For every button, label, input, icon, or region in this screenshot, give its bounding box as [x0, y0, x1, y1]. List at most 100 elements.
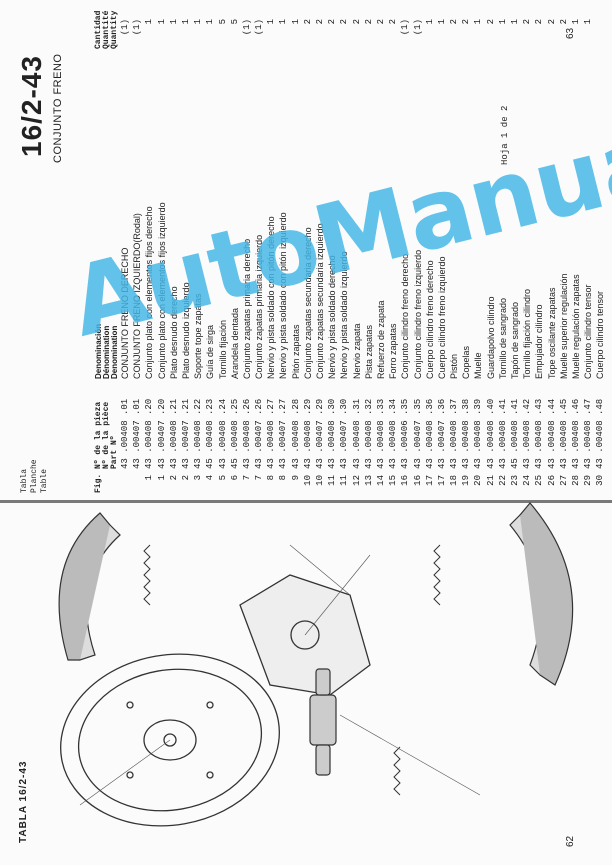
backing-plate — [60, 653, 280, 827]
denomination-cell: CONJUNTO FRENO IZQUIERDO(Rodal) — [132, 213, 143, 379]
part-number-cell: 43 .00408 .32 — [363, 398, 374, 469]
left-page-number: 62 — [565, 835, 576, 847]
fig-cell: 15 — [388, 475, 399, 486]
planche-label: Planche — [30, 459, 39, 493]
fig-cell: 23 — [510, 475, 520, 486]
tabla-header-labels: Tabla Planche Table — [20, 459, 50, 493]
quantity-cell: 2 — [375, 19, 386, 25]
callout-leaders — [79, 544, 481, 806]
part-number-cell: 43 .00408 .46 — [570, 398, 581, 469]
quantity-cell: 1 — [473, 19, 484, 25]
left-page-tabla-label: TABLA 16/2-43 — [18, 760, 29, 843]
fig-cell: 1 — [144, 475, 155, 481]
denomination-cell: Muelle regulación zapatas — [570, 274, 581, 379]
parts-list-header: Fig. Nº de la pieza Nº de la pièce Part … — [94, 11, 119, 493]
quantity-cell: 1 — [144, 19, 155, 25]
fig-cell: 25 — [534, 475, 545, 486]
part-number-cell: 43 .00408 .31 — [351, 398, 362, 469]
part-number-cell: 43 .00408 .36 — [424, 398, 435, 469]
fig-cell: 5 — [217, 475, 228, 481]
fig-cell: 10 — [302, 475, 313, 486]
quantity-cell: 2 — [449, 19, 460, 25]
tabla-number: 16/2-43 — [16, 55, 47, 157]
fig-cell: 17 — [424, 475, 435, 486]
denomination-cell: Conjunto cilindro freno derecho — [400, 253, 411, 379]
fig-cell: 8 — [266, 475, 277, 481]
denomination-cell: Tornillo de sangrado — [497, 297, 508, 379]
fig-cell: 13 — [363, 475, 374, 486]
part-number-cell: 45 .00408 .23 — [205, 398, 216, 469]
denomination-cell: Guardapolvo cilindro — [485, 296, 496, 379]
brake-shoe-upper — [58, 512, 121, 661]
denomination-cell: Nervio y pista soldado con pitón izquier… — [278, 212, 289, 379]
fig-cell: 2 — [180, 475, 191, 481]
wheel-cylinder — [309, 668, 337, 776]
quantity-cell: 2 — [327, 19, 338, 25]
part-number-cell: 43 .00407 .29 — [315, 398, 325, 469]
part-number-cell: 43 .00408 .41 — [497, 398, 508, 469]
fig-cell — [131, 469, 143, 493]
quantity-cell: 2 — [546, 19, 557, 25]
fig-cell: 30 — [595, 475, 606, 486]
denomination-cell: Tapón de sangrado — [510, 301, 520, 379]
denomination-cell: Conjunto zapatas secundaria izquierdo — [315, 223, 325, 379]
quantity-cell: 1 — [193, 19, 204, 25]
quantity-cell: 2 — [534, 19, 545, 25]
quantity-cell: 1 — [436, 19, 447, 25]
part-number-cell: 43 .00408 .21 — [168, 398, 179, 469]
part-number-cell: 43 .00408 .48 — [595, 398, 606, 469]
denomination-cell: Conjunto cilindro tensor — [583, 284, 594, 379]
fig-cell: 12 — [351, 475, 362, 486]
quantity-cell: 2 — [315, 19, 325, 25]
part-number-cell: 43 .00407 .01 — [132, 398, 143, 469]
part-number-cell: 43 .00408 .30 — [327, 398, 338, 469]
col-part-number-header: Nº de la pieza Nº de la pièce Part Nº — [94, 401, 119, 469]
part-number-cell: 45 .00408 .25 — [229, 398, 240, 469]
denomination-cell: Forro zapatas — [388, 323, 399, 379]
fig-cell: 3 — [193, 475, 204, 481]
part-number-cell: 43 .00408 .38 — [461, 398, 472, 469]
part-number-cell: 45 .00408 .41 — [510, 398, 520, 469]
sheet-indicator: Hoja 1 de 2 — [500, 105, 510, 165]
fig-cell: 21 — [485, 475, 496, 486]
part-number-cell: 43 .00408 .33 — [375, 398, 386, 469]
denomination-cell: Nervio y pista soldado derecho — [327, 255, 338, 379]
fig-cell: 29 — [583, 475, 594, 486]
fig-cell: 17 — [436, 475, 447, 486]
part-number-cell: 43 .00408 .27 — [266, 398, 277, 469]
fig-cell — [119, 469, 131, 493]
quantity-cell: 2 — [522, 19, 533, 25]
fig-cell: 26 — [546, 475, 557, 486]
denomination-cell: Soporte tope zapatas — [193, 293, 204, 379]
quantity-cell: (1) — [254, 19, 265, 36]
quantity-cell: 1 — [180, 19, 191, 25]
denomination-cell: Pitón zapatas — [290, 324, 301, 379]
part-number-cell: 43 .00408 .24 — [217, 398, 228, 469]
quantity-cell: (1) — [241, 19, 252, 36]
denomination-cell: Conjunto zapatas secundaria derecho — [302, 227, 313, 379]
denomination-cell: Empujador cilindro — [534, 304, 545, 379]
quantity-cell: 5 — [229, 19, 240, 25]
